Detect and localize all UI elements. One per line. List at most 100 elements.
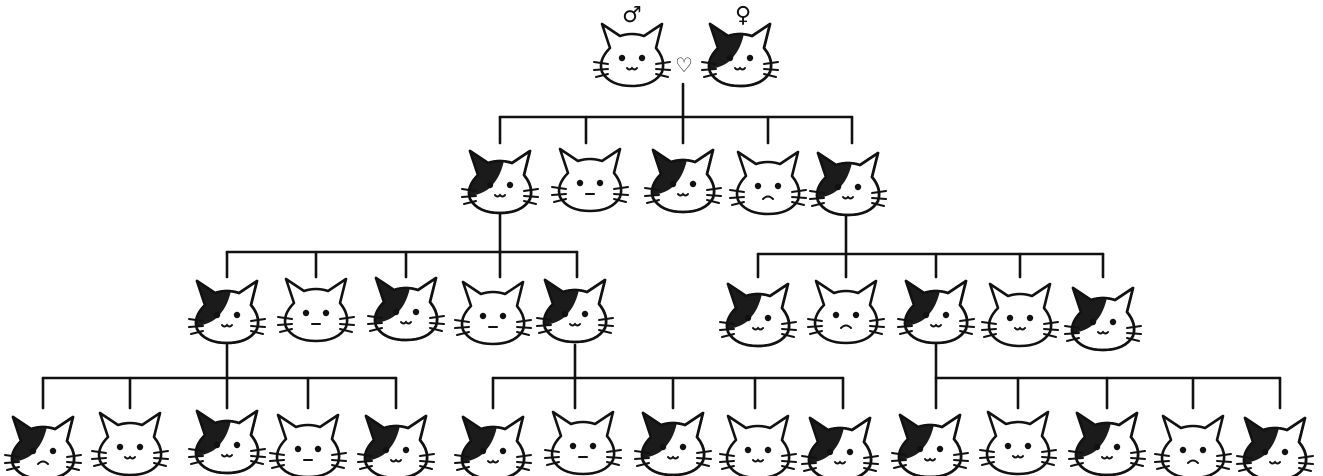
generation_4_c-cat-5	[1236, 416, 1314, 476]
cat-whiskers-right	[1043, 321, 1059, 338]
female-symbol-icon: ♀	[735, 3, 751, 28]
cat-eye-left	[1006, 314, 1014, 322]
cat-eye-left	[832, 311, 840, 319]
cat-mouth	[221, 323, 233, 328]
generation_4_b-cat-5	[801, 416, 879, 476]
cat-eye-left	[618, 54, 626, 62]
cat-whiskers-right	[339, 316, 355, 333]
cat-eye-left	[569, 442, 577, 450]
cat-mouth	[1187, 459, 1199, 464]
cat-whiskers-right	[953, 452, 969, 469]
cat-eye-left	[1179, 446, 1187, 454]
cat-whiskers-left	[551, 186, 567, 203]
cat-mouth	[752, 458, 764, 463]
cat-whiskers-left	[719, 453, 735, 470]
cat-eye-right	[1024, 442, 1032, 450]
cat-mouth	[390, 458, 402, 463]
cat-mouth	[1097, 330, 1109, 335]
cat-whiskers-right	[871, 190, 887, 207]
cat-whiskers-right	[523, 188, 539, 205]
generation_4_c-cat-3	[1068, 411, 1146, 476]
cat-whiskers-right	[598, 317, 614, 334]
cat-whiskers-left	[1064, 325, 1080, 342]
cat-whiskers-right	[763, 61, 779, 78]
generation_2-cat-4	[729, 150, 807, 216]
cat-whiskers-left	[807, 318, 823, 335]
cat-mouth	[1101, 455, 1113, 460]
generation_3_right-cat-3	[897, 279, 975, 345]
generation_4_a-cat-4	[269, 413, 347, 476]
cat-whiskers-right	[606, 449, 622, 466]
cat-eye-right	[1109, 318, 1117, 326]
cat-heads	[4, 22, 1314, 476]
cat-eye-right	[589, 442, 597, 450]
generation_4_a-cat-1	[4, 415, 82, 476]
mother-cat	[701, 22, 779, 88]
cat-whiskers-left	[1236, 455, 1252, 472]
cat-whiskers-left	[269, 452, 285, 469]
cat-head-outline	[985, 410, 1051, 476]
cat-mouth	[37, 460, 49, 465]
cat-whiskers-right	[1041, 449, 1057, 466]
generation_4_b-cat-1	[454, 415, 532, 476]
cat-head-outline	[599, 22, 665, 88]
generation_3_left-cat-2	[277, 277, 355, 343]
cat-whiskers-left	[644, 187, 660, 204]
cat-eye-right	[689, 180, 697, 188]
cat-eye-right	[499, 447, 507, 455]
cat-eye-left	[116, 443, 124, 451]
generation_4_b-cat-3	[634, 411, 712, 476]
cat-mouth	[924, 457, 936, 462]
cat-whiskers-right	[863, 455, 879, 472]
cat-eye-left	[744, 446, 752, 454]
cat-eye-right	[499, 312, 507, 320]
cat-mouth	[667, 455, 679, 460]
cat-whiskers-left	[701, 61, 717, 78]
cat-whiskers-left	[188, 318, 204, 335]
generation_2-cat-2	[551, 147, 629, 213]
cat-eye-right	[314, 445, 322, 453]
cat-whiskers-left	[544, 449, 560, 466]
cat-eye-right	[506, 181, 514, 189]
cat-eye-right	[764, 314, 772, 322]
cat-mouth	[400, 320, 412, 325]
generation_3_right-cat-4	[981, 282, 1059, 348]
cat-eye-right	[854, 183, 862, 191]
cat-mouth	[221, 453, 233, 458]
tree-connectors	[41, 82, 1282, 410]
cat-head-outline	[987, 282, 1053, 348]
cat-eye-right	[233, 311, 241, 319]
cat-mouth	[1014, 326, 1026, 331]
cat-whiskers-right	[1216, 453, 1232, 470]
cat-whiskers-left	[979, 449, 995, 466]
cat-eye-right	[596, 179, 604, 187]
cat-whiskers-left	[91, 450, 107, 467]
father-cat	[593, 22, 671, 88]
cat-whiskers-left	[897, 318, 913, 335]
cat-whiskers-left	[454, 454, 470, 471]
generation_2-cat-1	[461, 149, 539, 215]
cat-eye-right	[581, 310, 589, 318]
cat-eye-right	[49, 447, 57, 455]
cat-whiskers-right	[1126, 325, 1142, 342]
cat-eye-left	[479, 312, 487, 320]
cat-eye-right	[412, 308, 420, 316]
cat-whiskers-right	[66, 454, 82, 471]
cat-mouth	[842, 195, 854, 200]
gen4-c-drops	[934, 376, 1282, 410]
generation_4_b-cat-4	[719, 414, 797, 476]
generation_3_left-cat-3	[367, 276, 445, 342]
cat-mouth	[752, 326, 764, 331]
cat-mouth	[494, 193, 506, 198]
cat-whiskers-left	[891, 452, 907, 469]
cat-whiskers-left	[536, 317, 552, 334]
generation_4_c-cat-2	[979, 410, 1057, 476]
gen4-b-drops	[491, 376, 845, 410]
cat-whiskers-left	[981, 321, 997, 338]
generation_4_a-cat-2	[91, 411, 169, 476]
cat-eye-right	[1281, 448, 1289, 456]
cat-whiskers-right	[516, 319, 532, 336]
generation_3_right-cat-2	[807, 279, 885, 345]
cat-eye-right	[322, 309, 330, 317]
cat-mouth	[1269, 460, 1281, 465]
